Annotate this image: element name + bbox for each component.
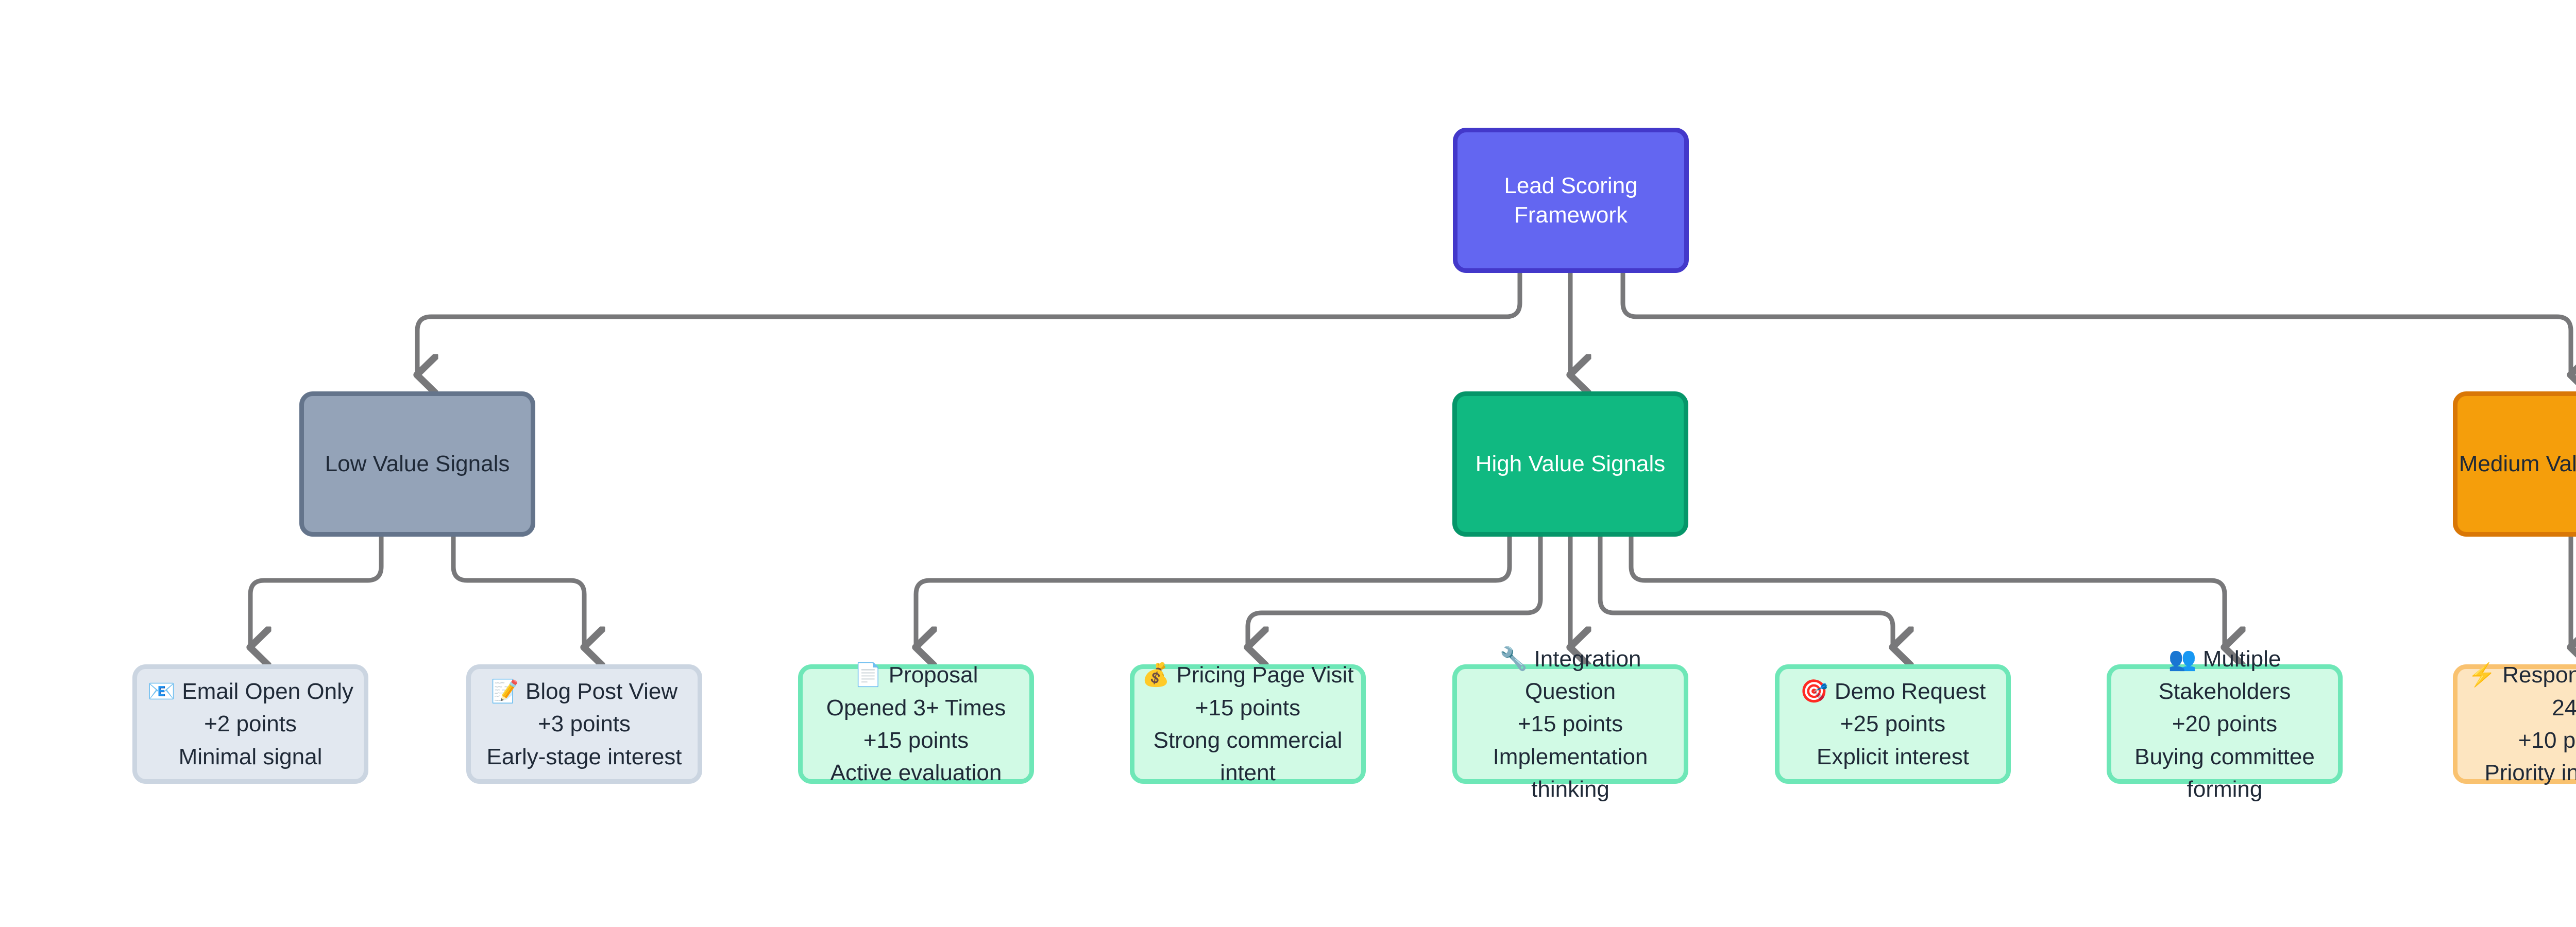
leaf-points: +20 points: [2172, 711, 2278, 737]
node-integration-question[interactable]: 🔧Integration Question +15 points Impleme…: [1452, 646, 1688, 802]
node-demo-request[interactable]: 🎯Demo Request +25 points Explicit intere…: [1775, 664, 2011, 784]
node-response-within-24h[interactable]: ⚡Response Within 24h +10 points Priority…: [2453, 662, 2576, 785]
node-label: Medium Value Signals: [2459, 451, 2576, 477]
lightning-icon: ⚡: [2468, 662, 2496, 688]
money-bag-icon: 💰: [1142, 662, 1171, 688]
leaf-title: Integration Question: [1524, 646, 1641, 704]
node-medium-value-signals[interactable]: Medium Value Signals: [2453, 391, 2576, 537]
edge-high-to-proposal-opened: [916, 534, 1512, 646]
leaf-points: +15 points: [1195, 695, 1301, 720]
leaf-title: Email Open Only: [182, 678, 353, 704]
node-proposal-opened[interactable]: 📄Proposal Opened 3+ Times +15 points Act…: [798, 662, 1034, 785]
leaf-note: Implementation thinking: [1493, 744, 1648, 802]
node-lead-scoring-framework[interactable]: Lead Scoring Framework: [1453, 128, 1689, 273]
leaf-note: Early-stage interest: [486, 744, 682, 769]
people-icon: 👥: [2168, 646, 2197, 672]
edge-root-to-medium: [1620, 270, 2571, 374]
leaf-note: Strong commercial intent: [1153, 728, 1343, 786]
edge-high-to-multiple-stakeholders: [1629, 534, 2225, 646]
leaf-title: Blog Post View: [525, 678, 678, 704]
edge-low-to-blog-view: [451, 534, 584, 646]
email-icon: 📧: [147, 678, 176, 704]
leaf-points: +25 points: [1840, 711, 1946, 737]
node-blog-post-view[interactable]: 📝Blog Post View +3 points Early-stage in…: [466, 664, 702, 784]
leaf-title-row: 📄Proposal Opened 3+ Times: [803, 659, 1029, 724]
leaf-title: Pricing Page Visit: [1176, 662, 1354, 688]
leaf-title-row: ⚡Response Within 24h: [2458, 659, 2576, 724]
leaf-title: Demo Request: [1834, 678, 1986, 704]
leaf-title-row: 📧Email Open Only: [147, 675, 353, 708]
node-pricing-page-visit[interactable]: 💰Pricing Page Visit +15 points Strong co…: [1130, 662, 1366, 785]
leaf-note: Active evaluation: [830, 760, 1002, 786]
leaf-note: Buying committee forming: [2134, 744, 2315, 802]
wrench-icon: 🔧: [1499, 646, 1528, 672]
node-low-value-signals[interactable]: Low Value Signals: [299, 391, 535, 537]
leaf-note: Minimal signal: [178, 744, 323, 769]
document-icon: 📄: [854, 662, 883, 688]
leaf-title: Multiple Stakeholders: [2158, 646, 2291, 704]
node-label: Low Value Signals: [325, 451, 510, 477]
leaf-points: +2 points: [204, 711, 297, 737]
edge-root-to-low: [417, 270, 1522, 374]
memo-icon: 📝: [490, 678, 519, 704]
leaf-title: Response Within 24h: [2502, 662, 2576, 720]
edge-high-to-demo-request: [1598, 534, 1893, 646]
leaf-title-row: 👥Multiple Stakeholders: [2111, 643, 2338, 708]
leaf-title-row: 📝Blog Post View: [491, 675, 677, 708]
leaf-points: +15 points: [1517, 711, 1623, 737]
node-email-open-only[interactable]: 📧Email Open Only +2 points Minimal signa…: [132, 664, 368, 784]
leaf-title: Proposal Opened 3+ Times: [826, 662, 1006, 720]
leaf-note: Priority indication: [2484, 760, 2576, 786]
node-label: Lead Scoring Framework: [1504, 173, 1638, 228]
leaf-points: +15 points: [863, 728, 969, 753]
leaf-title-row: 💰Pricing Page Visit: [1142, 659, 1353, 691]
node-high-value-signals[interactable]: High Value Signals: [1452, 391, 1688, 537]
node-label: High Value Signals: [1475, 451, 1666, 477]
leaf-title-row: 🎯Demo Request: [1800, 675, 1986, 708]
leaf-points: +10 points: [2518, 728, 2576, 753]
leaf-title-row: 🔧Integration Question: [1457, 643, 1684, 708]
target-icon: 🎯: [1800, 678, 1828, 704]
edge-high-to-pricing-visit: [1248, 534, 1543, 646]
leaf-points: +3 points: [538, 711, 631, 737]
node-multiple-stakeholders[interactable]: 👥Multiple Stakeholders +20 points Buying…: [2107, 646, 2343, 802]
leaf-note: Explicit interest: [1817, 744, 1969, 769]
edge-low-to-email-open: [250, 534, 384, 646]
